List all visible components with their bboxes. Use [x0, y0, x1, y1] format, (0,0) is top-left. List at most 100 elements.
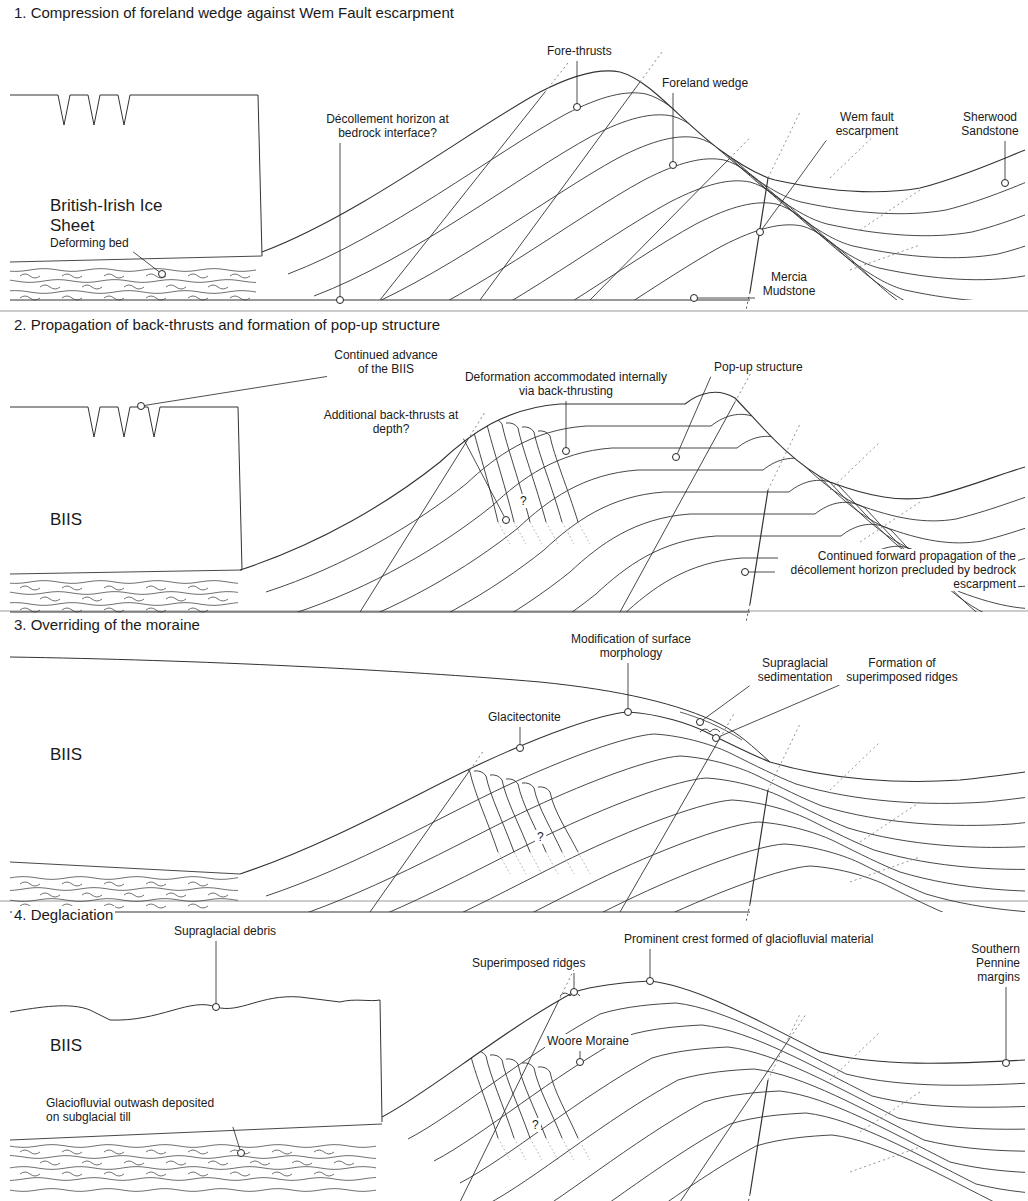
callout-label: Woore Moraine	[545, 1034, 631, 1048]
layer-line	[444, 225, 1028, 406]
ice-sheet-label: BIIS	[48, 510, 84, 530]
thrust-extension	[720, 714, 734, 738]
leader-line	[233, 1127, 240, 1150]
back-thrust	[506, 423, 546, 522]
leader-marker	[563, 448, 570, 455]
deformation-mark	[124, 1161, 144, 1165]
thrust-extension	[860, 190, 920, 230]
deformation-mark	[188, 586, 208, 590]
clipped-group	[266, 402, 1028, 724]
fault-line-inferred	[746, 904, 750, 922]
leader-marker	[337, 297, 344, 304]
callout-label: Wem fault escarpment	[828, 110, 906, 138]
deformation-mark	[166, 1161, 186, 1165]
layer-line	[366, 159, 1028, 340]
fault-line	[750, 790, 768, 904]
thrust-extension	[830, 1032, 880, 1080]
leader-marker	[1002, 180, 1009, 187]
layer-line	[460, 1047, 1028, 1183]
callout-label: Glacitectonite	[486, 710, 563, 724]
leader-line	[463, 439, 504, 517]
back-thrust-inferred	[498, 522, 510, 544]
leader-marker	[159, 271, 166, 278]
deformation-mark	[62, 296, 82, 300]
thrust-line	[480, 82, 640, 300]
layer-line	[392, 181, 1028, 362]
layer-line	[418, 203, 1028, 384]
thrust-line	[590, 158, 730, 300]
layer-line	[370, 502, 1028, 680]
leader-line	[340, 143, 341, 297]
clipped-group	[408, 998, 1028, 1201]
decollement	[10, 912, 750, 913]
thrust-line	[620, 402, 735, 612]
back-thrust-inferred	[514, 1138, 526, 1160]
layer-line	[340, 137, 1028, 318]
ice-sheet-label: British-Irish Ice Sheet	[48, 196, 178, 236]
leader-line	[719, 685, 839, 736]
bed-layer	[10, 603, 238, 606]
deformation-mark	[314, 1172, 334, 1176]
bed-layer	[10, 1156, 376, 1159]
deformation-mark	[104, 586, 124, 590]
deformation-mark	[272, 1172, 292, 1176]
deformation-mark	[82, 285, 102, 289]
thrust-line	[620, 738, 720, 912]
deformation-mark	[20, 882, 40, 886]
deformation-mark	[146, 904, 166, 908]
bed-layer	[10, 1178, 376, 1181]
fault-line-inferred	[746, 292, 750, 310]
bed-layer	[10, 291, 256, 294]
panel-divider	[0, 901, 1028, 902]
panel-divider	[0, 311, 1028, 312]
deformation-mark	[272, 1150, 292, 1154]
deformation-mark	[62, 1172, 82, 1176]
leader-marker	[713, 735, 720, 742]
bed-layer	[10, 269, 256, 272]
ice-bed	[10, 862, 240, 874]
clipped-group	[288, 82, 1028, 406]
callout-label: Deformation accommodated internally via …	[455, 370, 677, 398]
deformation-mark	[146, 296, 166, 300]
leader-line	[580, 1051, 581, 1059]
callout-label: Continued advance of the BIIS	[330, 348, 442, 376]
fault-extension	[768, 1014, 800, 1080]
leader-marker	[213, 1004, 220, 1011]
callout-label: Glaciofluvial outwash deposited on subgl…	[44, 1096, 232, 1124]
callout-label: Modification of surface morphology	[562, 632, 700, 660]
leader-lines	[133, 61, 1006, 1150]
fault-line-inferred	[746, 1194, 750, 1201]
fault-line-inferred	[746, 604, 750, 622]
leader-line	[520, 727, 521, 745]
leader-marker	[574, 104, 581, 111]
layer-line	[434, 1025, 1028, 1161]
clipped-group	[266, 734, 1028, 1028]
deformation-mark	[188, 904, 208, 908]
ice-surface	[10, 657, 770, 762]
back-thrust	[522, 1063, 562, 1138]
deformation-mark	[146, 1172, 166, 1176]
panel-heading: 1. Compression of foreland wedge against…	[12, 4, 456, 22]
deformation-mark	[104, 274, 124, 278]
leader-marker	[238, 1150, 245, 1157]
deformation-mark	[62, 1150, 82, 1154]
layer-line	[266, 414, 1028, 592]
thrust-extension	[850, 245, 920, 270]
callout-label: Sherwood Sandstone	[958, 110, 1022, 138]
layer-line	[512, 1091, 1028, 1201]
thrust-extension	[730, 138, 750, 158]
back-thrust	[474, 771, 514, 852]
leader-line	[566, 401, 567, 448]
deformation-mark	[82, 893, 102, 897]
layer-line	[344, 800, 1028, 962]
deformation-mark	[104, 1172, 124, 1176]
panel-heading: 3. Overriding of the moraine	[12, 616, 202, 634]
deformation-mark	[166, 285, 186, 289]
thrust-extension	[735, 373, 751, 402]
back-thrust-inferred	[530, 522, 542, 544]
supraglacial-sediment	[680, 712, 742, 740]
deformation-mark	[20, 586, 40, 590]
thrust-extension	[830, 442, 880, 490]
